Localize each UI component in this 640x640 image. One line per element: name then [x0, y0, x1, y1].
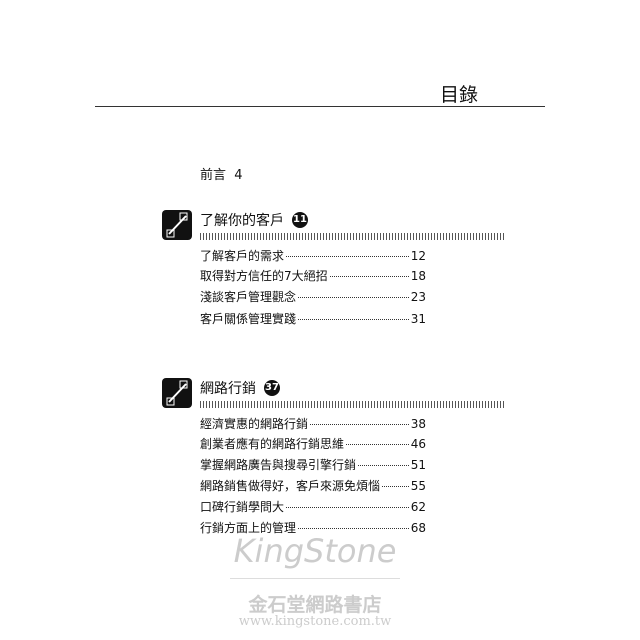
entry-title: 取得對方信任的7大絕招 [200, 269, 328, 283]
toc-entry[interactable]: 掌握網路廣告與搜尋引擎行銷 51 [200, 456, 426, 474]
entry-title: 行銷方面上的管理 [200, 521, 297, 535]
entry-title: 創業者應有的網路行銷思維 [200, 437, 345, 451]
entry-title: 了解客戶的需求 [200, 249, 285, 263]
section-divider [200, 401, 505, 408]
watermark-name: 金石堂網路書店 [248, 594, 382, 616]
section-title: 了解你的客戶 [200, 213, 284, 229]
section-title: 網路行銷 [200, 381, 256, 397]
toc-entry[interactable]: 客戶關係管理實踐 31 [200, 310, 426, 328]
entry-page: 12 [410, 249, 426, 263]
page-title: 目錄 [440, 84, 479, 106]
toc-entry[interactable]: 口碑行銷學問大 62 [200, 498, 426, 516]
entry-page: 68 [410, 521, 426, 535]
toc-entry[interactable]: 網路銷售做得好，客戶來源免煩惱 55 [200, 477, 426, 495]
entry-title: 客戶關係管理實踐 [200, 312, 297, 326]
section-page-badge: 11 [292, 212, 308, 228]
chapter-icon [162, 378, 192, 408]
entry-title: 口碑行銷學問大 [200, 500, 285, 514]
preface-label: 前言 [200, 168, 227, 183]
toc-entry[interactable]: 經濟實惠的網路行銷 38 [200, 415, 426, 433]
title-rule [95, 106, 545, 107]
entry-title: 淺談客戶管理觀念 [200, 290, 297, 304]
watermark-rule [230, 578, 400, 579]
section-heading: 網路行銷 37 [200, 378, 280, 398]
toc-entry[interactable]: 取得對方信任的7大絕招 18 [200, 267, 426, 285]
entry-title: 網路銷售做得好，客戶來源免煩惱 [200, 479, 381, 493]
watermark-url: www.kingstone.com.tw [238, 614, 392, 629]
toc-entry[interactable]: 創業者應有的網路行銷思維 46 [200, 435, 426, 453]
entry-page: 23 [410, 290, 426, 304]
toc-entry[interactable]: 行銷方面上的管理 68 [200, 519, 426, 537]
entry-page: 38 [410, 417, 426, 431]
entry-title: 經濟實惠的網路行銷 [200, 417, 309, 431]
preface-entry: 前言 4 [200, 164, 243, 183]
toc-entry[interactable]: 淺談客戶管理觀念 23 [200, 288, 426, 306]
entry-page: 31 [410, 312, 426, 326]
entry-page: 46 [410, 437, 426, 451]
section-heading: 了解你的客戶 11 [200, 210, 308, 230]
entry-page: 51 [410, 458, 426, 472]
section-divider [200, 233, 505, 240]
entry-page: 18 [410, 269, 426, 283]
section-page-badge: 37 [264, 380, 280, 396]
entry-page: 55 [410, 479, 426, 493]
watermark-brand: KingStone [233, 532, 397, 570]
entry-title: 掌握網路廣告與搜尋引擎行銷 [200, 458, 357, 472]
toc-entry[interactable]: 了解客戶的需求 12 [200, 247, 426, 265]
preface-page: 4 [234, 168, 243, 183]
entry-page: 62 [410, 500, 426, 514]
chapter-icon [162, 210, 192, 240]
